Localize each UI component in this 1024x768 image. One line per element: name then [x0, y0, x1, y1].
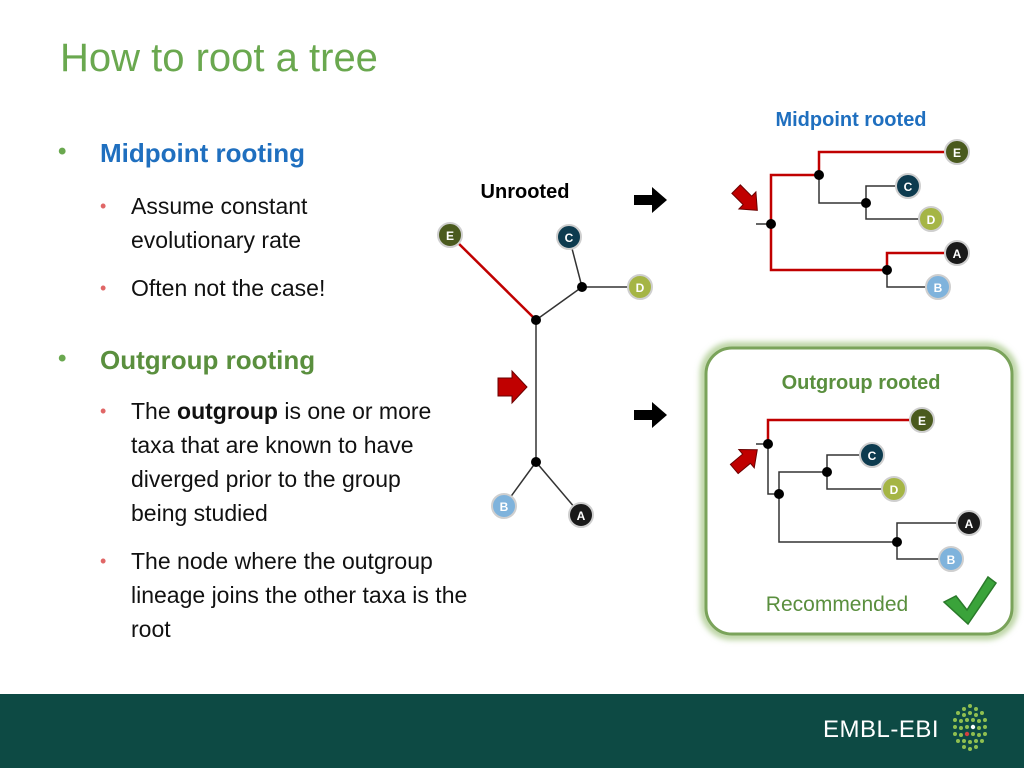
- branch-D: [826, 472, 894, 490]
- sub-bullet-dot-icon: •: [100, 401, 107, 421]
- taxon-A-badge: A: [568, 502, 594, 528]
- checkmark-icon: [942, 575, 998, 626]
- branch-E: [449, 234, 537, 321]
- arrow-right-icon: [634, 187, 667, 213]
- branch-E: [766, 418, 922, 444]
- branch-D: [865, 203, 931, 220]
- taxon-B-label: B: [934, 281, 943, 295]
- taxon-A-badge: A: [956, 510, 982, 536]
- bullet-outgroup-rooting: • Outgroup rooting: [58, 345, 478, 376]
- sub-bullet-text-pre: The: [131, 398, 178, 424]
- sub-bullet-bold-term: outgroup: [177, 398, 278, 424]
- bullet-heading: Midpoint rooting: [100, 138, 306, 168]
- sub-bullet-dot-icon: •: [100, 551, 107, 571]
- sub-bullet-dot-icon: •: [100, 278, 107, 298]
- taxon-D-badge: D: [881, 476, 907, 502]
- branch-internal: [535, 286, 583, 321]
- node: [822, 467, 832, 477]
- taxon-A-badge: A: [944, 240, 970, 266]
- taxon-E-label: E: [953, 146, 961, 160]
- taxon-C-label: C: [904, 180, 913, 194]
- unrooted-tree: E C D B A: [437, 222, 653, 528]
- branch-C: [865, 185, 908, 203]
- taxon-E-label: E: [446, 229, 454, 243]
- sub-bullet: • The node where the outgroup lineage jo…: [58, 544, 471, 646]
- taxon-C-label: C: [868, 449, 877, 463]
- taxon-E-badge: E: [909, 407, 935, 433]
- branch-internal: [818, 175, 866, 204]
- taxon-C-badge: C: [895, 173, 921, 199]
- node: [814, 170, 824, 180]
- sub-bullet-text: Assume constant evolutionary rate: [131, 193, 308, 253]
- sub-bullet: • Often not the case!: [58, 271, 478, 305]
- taxon-C-badge: C: [859, 442, 885, 468]
- embl-ebi-dot-logo-icon: [953, 704, 987, 751]
- branch-root: [769, 224, 887, 272]
- branch-A: [896, 522, 969, 542]
- midpoint-rooted-tree: E C D A B: [731, 139, 970, 300]
- node: [882, 265, 892, 275]
- taxon-A-label: A: [953, 247, 962, 261]
- sub-bullet-text: The node where the outgroup lineage join…: [131, 548, 468, 642]
- root-pointer-arrow-icon: [729, 449, 758, 475]
- branch-internal: [778, 471, 827, 494]
- branch-A: [885, 251, 957, 270]
- node: [577, 282, 587, 292]
- bullet-heading: Outgroup rooting: [100, 345, 316, 375]
- taxon-C-label: C: [565, 231, 574, 245]
- sub-bullet: • The outgroup is one or more taxa that …: [58, 394, 461, 530]
- branch-C: [826, 454, 872, 472]
- bullet-list: • Midpoint rooting • Assume constant evo…: [58, 138, 478, 646]
- sub-bullet-text-post: is one or more taxa that are known to ha…: [131, 398, 432, 526]
- taxon-A-label: A: [577, 509, 586, 523]
- footer-bar: EMBL-EBI: [0, 694, 1024, 768]
- taxon-B-label: B: [500, 500, 509, 514]
- node: [861, 198, 871, 208]
- taxon-D-badge: D: [627, 274, 653, 300]
- page-title: How to root a tree: [60, 36, 378, 80]
- taxon-E-label: E: [918, 414, 926, 428]
- taxon-B-badge: B: [491, 493, 517, 519]
- bullet-dot-icon: •: [58, 138, 67, 165]
- taxon-B-badge: B: [925, 274, 951, 300]
- outgroup-rooted-label: Outgroup rooted: [782, 372, 941, 394]
- taxon-A-label: A: [965, 517, 974, 531]
- branch-internal: [778, 494, 897, 543]
- brand-name: EMBL-EBI: [823, 716, 940, 743]
- taxon-B-label: B: [947, 553, 956, 567]
- sub-bullet: • Assume constant evolutionary rate: [58, 189, 371, 257]
- taxon-D-label: D: [890, 483, 899, 497]
- arrow-right-icon: [634, 402, 667, 428]
- node: [531, 457, 541, 467]
- node: [892, 537, 902, 547]
- root-node: [763, 439, 773, 449]
- taxon-D-badge: D: [918, 206, 944, 232]
- branch-B: [886, 270, 938, 288]
- taxon-D-label: D: [636, 281, 645, 295]
- root-node: [766, 219, 776, 229]
- sub-bullet-dot-icon: •: [100, 196, 107, 216]
- root-pointer-arrow-icon: [497, 369, 528, 405]
- taxon-C-badge: C: [556, 224, 582, 250]
- taxon-D-label: D: [927, 213, 936, 227]
- recommended-label: Recommended: [766, 593, 908, 616]
- midpoint-rooted-label: Midpoint rooted: [775, 109, 926, 131]
- bullet-dot-icon: •: [58, 345, 67, 372]
- outgroup-rooted-tree: E C D A B: [729, 407, 982, 572]
- root-pointer-arrow-icon: [731, 184, 758, 211]
- taxon-E-badge: E: [437, 222, 463, 248]
- sub-bullet-text: Often not the case!: [131, 275, 326, 301]
- rooting-diagram: Unrooted Midpoint rooted Outgroup rooted…: [437, 109, 1018, 640]
- taxon-E-badge: E: [944, 139, 970, 165]
- bullet-midpoint-rooting: • Midpoint rooting: [58, 138, 478, 169]
- taxon-B-badge: B: [938, 546, 964, 572]
- unrooted-label: Unrooted: [481, 181, 570, 203]
- node: [531, 315, 541, 325]
- node: [774, 489, 784, 499]
- branch-B: [896, 542, 951, 560]
